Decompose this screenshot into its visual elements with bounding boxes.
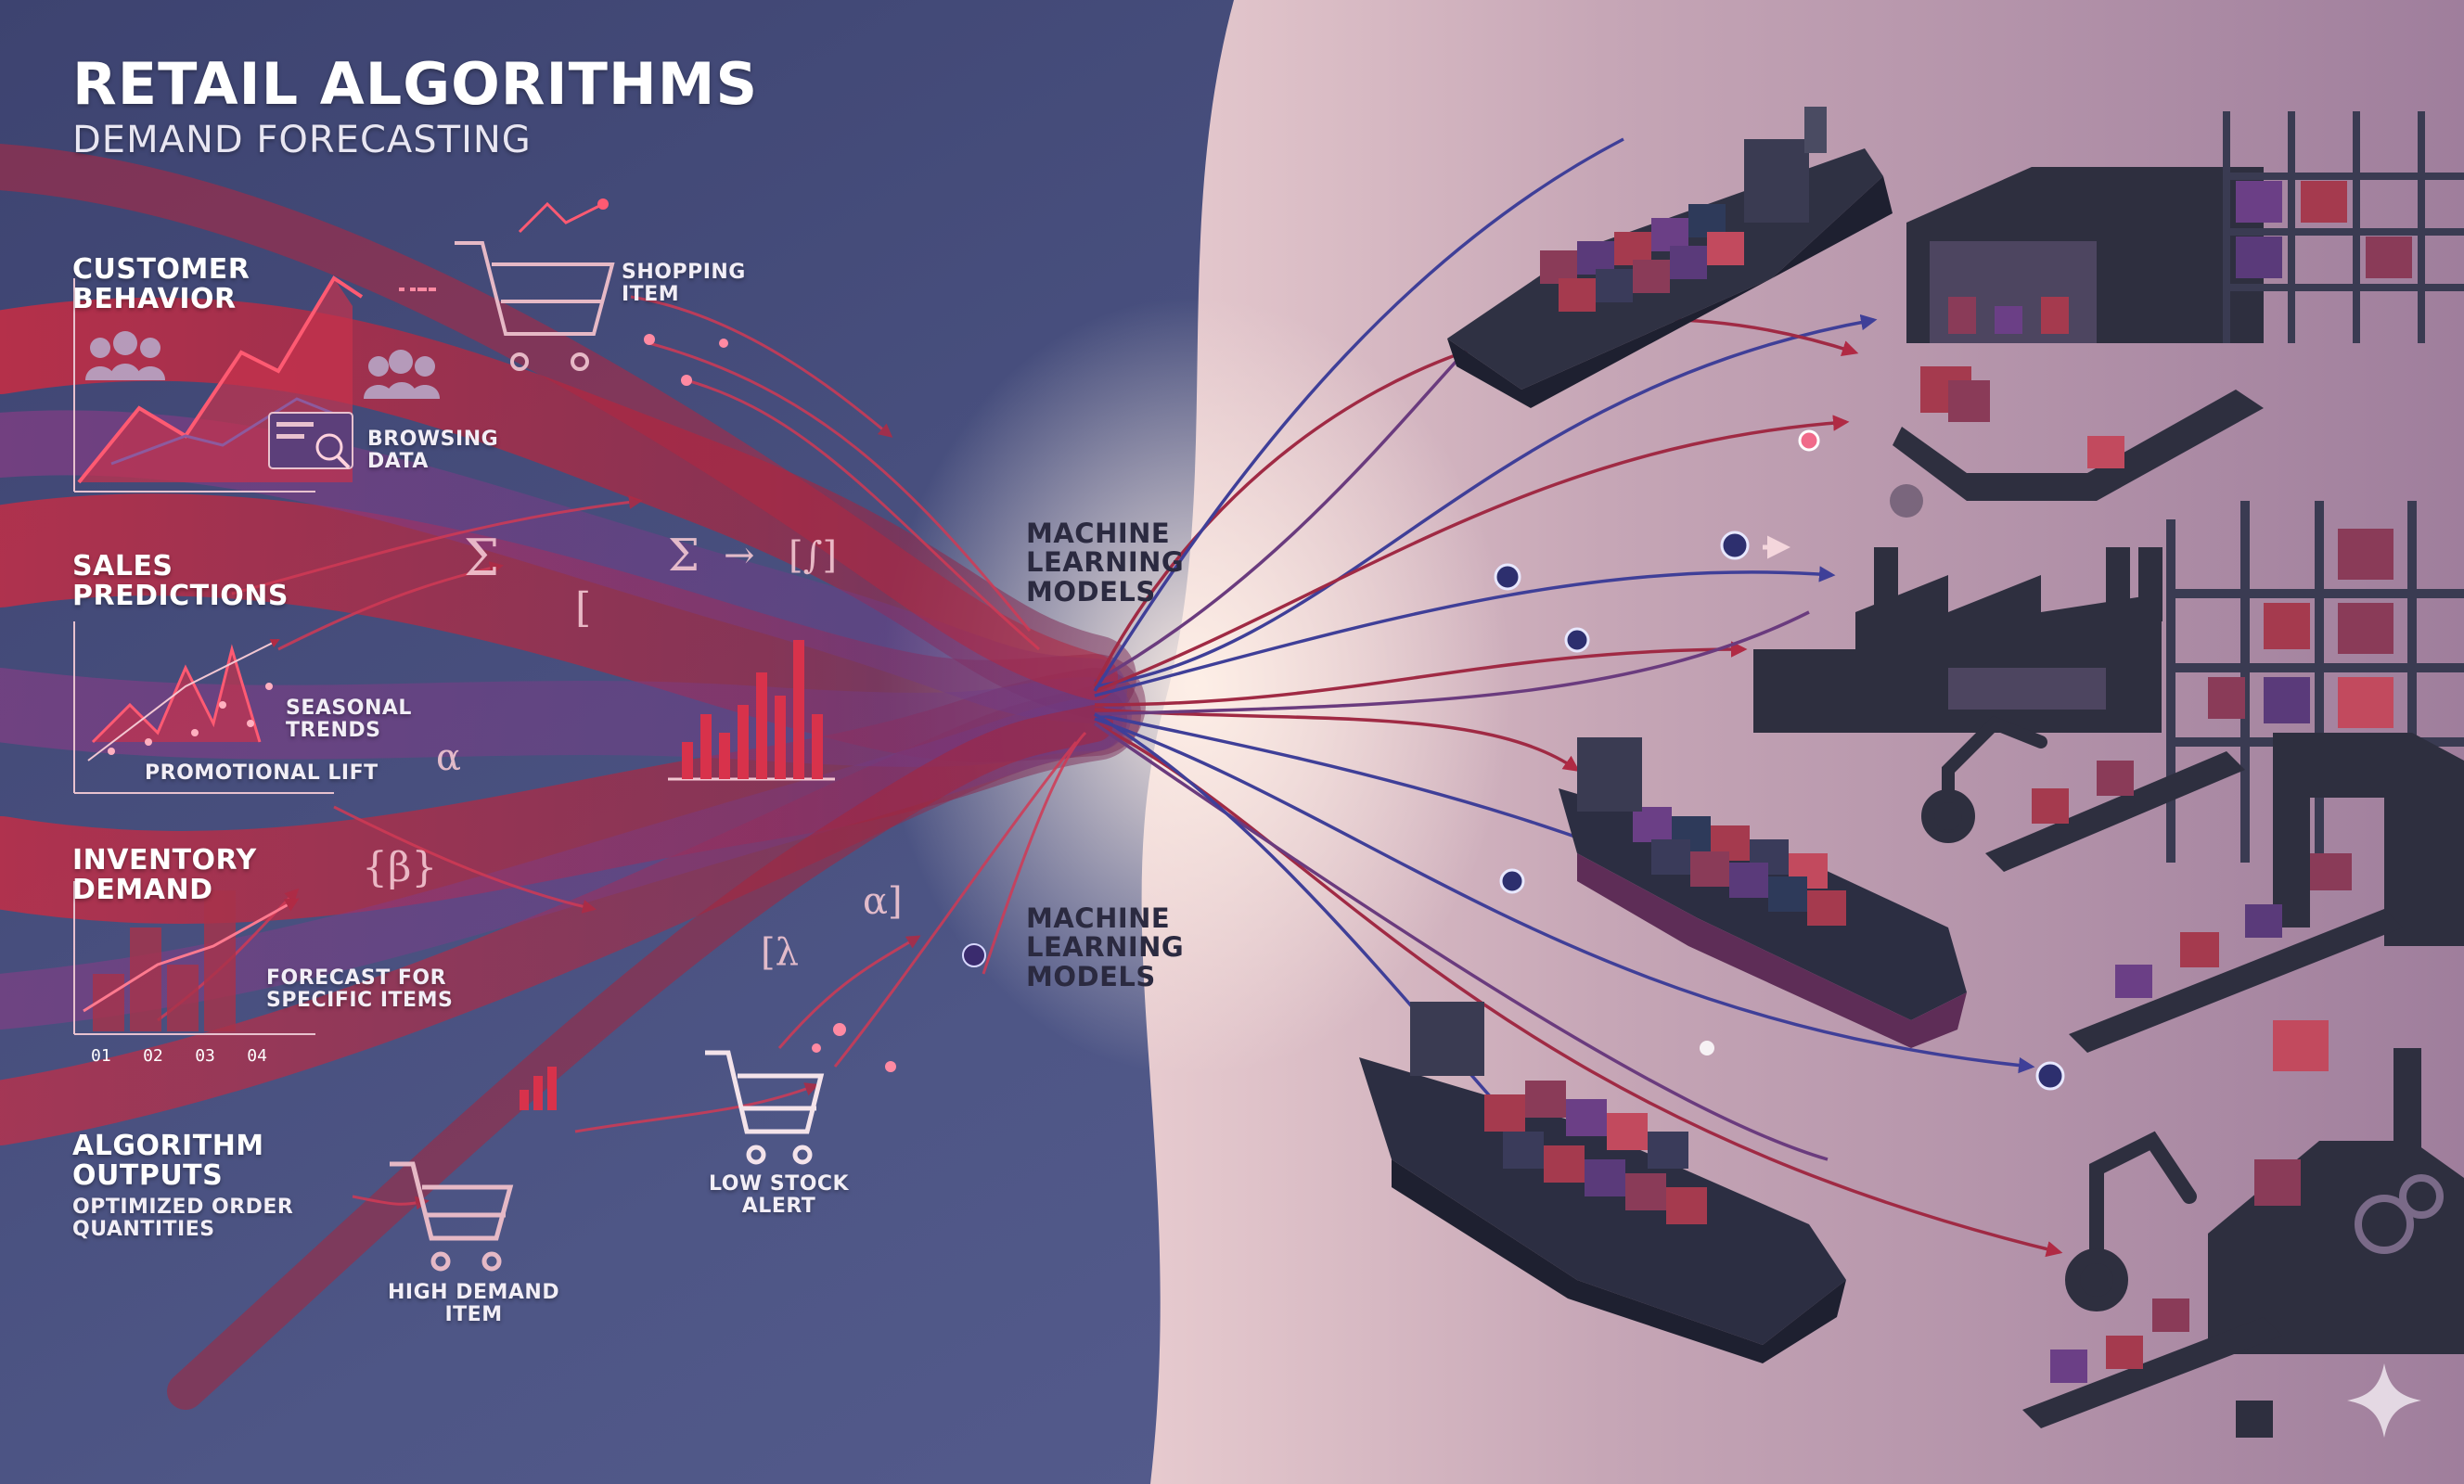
- center-glow: [881, 297, 1512, 1076]
- section-algorithm-outputs: ALGORITHM OUTPUTS: [72, 1130, 264, 1193]
- cart-icon-low-stock: [705, 1050, 825, 1165]
- label-forecast-items-line-2: SPECIFIC ITEMS: [266, 988, 454, 1012]
- lambda-symbol: [λ: [761, 931, 799, 974]
- robot-arm-icon-middle: [1921, 715, 2047, 843]
- label-ml-models-bottom-line-3: MODELS: [1026, 960, 1156, 992]
- label-low-stock-alert: LOW STOCK ALERT: [709, 1173, 849, 1218]
- label-browsing-data: BROWSING DATA: [367, 429, 498, 473]
- label-ml-models-top-line-1: MACHINE: [1026, 518, 1171, 549]
- label-seasonal-trends: SEASONAL TRENDS: [286, 697, 412, 742]
- ship-icon-bottom: [1359, 1002, 1846, 1363]
- conveyor-icon-bottom: [2022, 1298, 2282, 1438]
- label-forecast-items-line-1: FORECAST FOR: [266, 966, 447, 990]
- label-ml-models-bottom: MACHINE LEARNING MODELS: [1026, 902, 1185, 992]
- ship-icon-middle: [1559, 737, 1967, 1048]
- label-low-stock-alert-line-2: ALERT: [741, 1194, 816, 1218]
- label-optimized-orders: OPTIMIZED ORDER QUANTITIES: [72, 1196, 293, 1241]
- section-algorithm-outputs-line-1: ALGORITHM: [72, 1130, 264, 1162]
- label-shopping-item-line-1: SHOPPING: [622, 261, 746, 284]
- storage-rack-right-boxes: [2208, 529, 2393, 728]
- section-inventory-demand-line-2: DEMAND: [72, 874, 213, 907]
- section-sales-predictions: SALES PREDICTIONS: [72, 550, 289, 613]
- small-bar-chart-icon: [520, 1067, 557, 1110]
- arrow-symbol: →: [724, 534, 755, 577]
- ship-icon-top: [1447, 107, 1893, 408]
- page-title: RETAIL ALGORITHMS: [72, 50, 759, 118]
- cart-icon-high-demand: [390, 1161, 514, 1272]
- math-symbols: Σ Σ → [∫] [ α {β} [λ α]: [362, 529, 903, 974]
- bar-chart-icon: [668, 640, 835, 781]
- storage-rack-top: [2223, 111, 2464, 343]
- people-icon: [85, 331, 165, 380]
- gear-icon: [2355, 1174, 2444, 1254]
- label-seasonal-trends-line-1: SEASONAL: [286, 697, 412, 720]
- alpha-symbol-1: α: [436, 736, 461, 779]
- label-ml-models-bottom-line-2: LEARNING: [1026, 931, 1185, 964]
- flow-dots-left: [644, 334, 986, 1072]
- label-promotional-lift: PROMOTIONAL LIFT: [145, 761, 379, 785]
- section-sales-predictions-line-1: SALES: [72, 550, 173, 582]
- conveyor-icon-top: [1893, 366, 2264, 501]
- alpha-symbol-2: α]: [863, 880, 903, 923]
- people-icon-2: [364, 350, 440, 399]
- label-browsing-data-line-1: BROWSING: [367, 428, 499, 451]
- section-sales-predictions-line-2: PREDICTIONS: [72, 580, 289, 613]
- cart-icon-shopping: [399, 198, 615, 371]
- sigma-symbol-1: Σ: [464, 529, 499, 587]
- label-ml-models-top-line-3: MODELS: [1026, 575, 1156, 608]
- warehouse-icon: [1906, 167, 2264, 343]
- section-customer-behavior-line-2: BEHAVIOR: [72, 283, 237, 316]
- quarter-label-3: 03: [195, 1046, 215, 1066]
- sparkle-icon: [2347, 1363, 2421, 1438]
- label-shopping-item: SHOPPING ITEM: [622, 262, 746, 306]
- section-inventory-demand-line-1: INVENTORY: [72, 844, 257, 876]
- quarter-axis-labels: 01 02 03 04: [91, 1046, 267, 1066]
- browser-icon: [268, 412, 353, 469]
- section-algorithm-outputs-line-2: OUTPUTS: [72, 1159, 224, 1193]
- section-inventory-demand: INVENTORY DEMAND: [72, 844, 257, 907]
- conveyor-icon-lower: [2069, 904, 2403, 1053]
- label-ml-models-top: MACHINE LEARNING MODELS: [1026, 518, 1185, 608]
- flow-nodes: [1494, 429, 2065, 1091]
- integral-symbol: [∫]: [789, 534, 837, 577]
- label-shopping-item-line-2: ITEM: [622, 282, 680, 306]
- label-ml-models-top-line-2: LEARNING: [1026, 546, 1185, 579]
- bracket-symbol: [: [575, 584, 591, 632]
- quarter-label-4: 04: [247, 1046, 267, 1066]
- sales-predictions-panel: [73, 621, 334, 794]
- sigma-symbol-2: Σ: [668, 530, 699, 582]
- robot-arm-icon-bottom: [2065, 1131, 2197, 1311]
- section-customer-behavior: CUSTOMER BEHAVIOR: [72, 253, 250, 316]
- section-customer-behavior-line-1: CUSTOMER: [72, 253, 250, 286]
- label-forecast-items: FORECAST FOR SPECIFIC ITEMS: [266, 967, 453, 1012]
- page-subtitle: DEMAND FORECASTING: [72, 119, 532, 161]
- storage-rack-top-boxes: [2236, 181, 2412, 278]
- flow-lines-right: [1093, 137, 2063, 1258]
- label-seasonal-trends-line-2: TRENDS: [286, 718, 381, 742]
- loading-dock-icon: [2273, 733, 2464, 946]
- conveyor-icon-middle: [1985, 751, 2245, 872]
- label-ml-models-bottom-line-1: MACHINE: [1026, 902, 1171, 934]
- label-high-demand-item-line-1: HIGH DEMAND: [388, 1281, 560, 1304]
- label-optimized-orders-line-2: QUANTITIES: [72, 1217, 215, 1241]
- label-low-stock-alert-line-1: LOW STOCK: [709, 1172, 850, 1196]
- quarter-label-1: 01: [91, 1046, 111, 1066]
- label-browsing-data-line-2: DATA: [367, 449, 429, 473]
- label-optimized-orders-line-1: OPTIMIZED ORDER: [72, 1196, 294, 1219]
- quarter-label-2: 02: [143, 1046, 163, 1066]
- label-high-demand-item-line-2: ITEM: [444, 1302, 503, 1326]
- inventory-demand-panel: [73, 881, 315, 1035]
- label-high-demand-item: HIGH DEMAND ITEM: [388, 1282, 559, 1326]
- beta-symbol: {β}: [362, 844, 437, 891]
- factory-icon: [1753, 484, 2162, 733]
